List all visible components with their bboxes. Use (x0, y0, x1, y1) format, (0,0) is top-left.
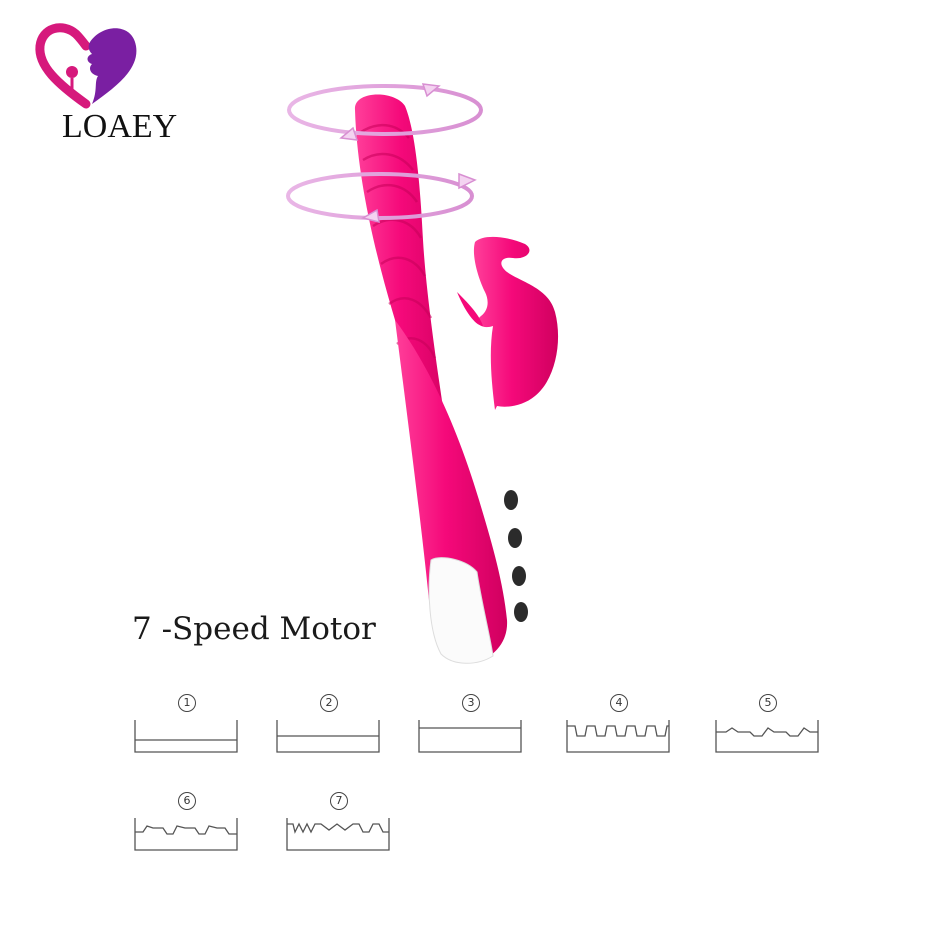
control-buttons (504, 490, 528, 622)
pattern-number: 2 (320, 694, 338, 712)
flat-wave-icon (276, 720, 380, 753)
brand-logo: LOAEY (28, 18, 177, 144)
speed-pattern-3: 3 (417, 692, 525, 754)
flat-wave-icon (418, 720, 522, 753)
brand-wordmark: LOAEY (62, 108, 178, 145)
flat-wave-icon (134, 720, 238, 753)
pattern-number: 1 (178, 694, 196, 712)
rotation-ring-icon (286, 172, 477, 224)
pattern-number: 3 (462, 694, 480, 712)
wave-pattern-icon (715, 720, 819, 753)
pulse-wave-icon (566, 720, 670, 753)
product-illustration (286, 83, 559, 664)
handle-base-cap (428, 557, 494, 664)
speed-pattern-6: 6 (133, 790, 241, 852)
pattern-number: 7 (330, 792, 348, 810)
pattern-number: 4 (610, 694, 628, 712)
speed-motor-headline: 7 -Speed Motor (132, 611, 376, 647)
pattern-number: 5 (759, 694, 777, 712)
mixed-pattern-icon (286, 818, 390, 851)
heart-face-logo-icon (35, 23, 137, 109)
pattern-number: 6 (178, 792, 196, 810)
speed-pattern-1: 1 (133, 692, 241, 754)
speed-pattern-5: 5 (714, 692, 822, 754)
speed-pattern-7: 7 (285, 790, 393, 852)
rotation-ring-icon (287, 83, 483, 141)
speed-pattern-2: 2 (275, 692, 383, 754)
speed-pattern-4: 4 (565, 692, 673, 754)
handle (395, 320, 508, 663)
clitoral-arm (473, 236, 559, 410)
burst-pattern-icon (134, 818, 238, 851)
